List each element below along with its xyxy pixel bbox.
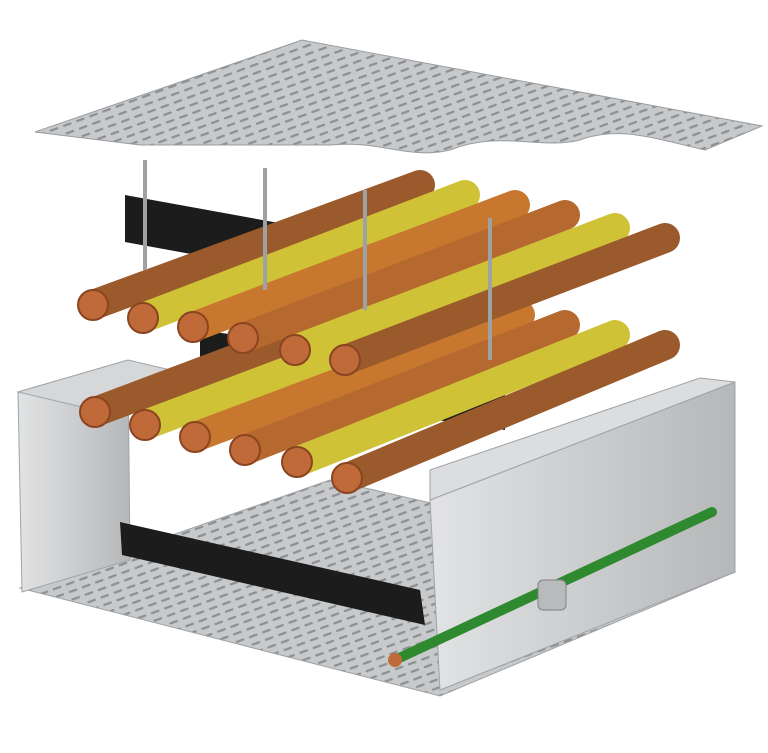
tray-right-flange: [429, 377, 736, 501]
cable-core-end: [227, 322, 259, 354]
bottom-clamp-bar: [120, 522, 425, 625]
cable: [128, 180, 480, 333]
cable: [228, 200, 580, 353]
cable-core-end: [177, 311, 209, 343]
cable-core-end: [279, 334, 311, 366]
ground-wire-end: [388, 653, 402, 667]
cable-core-end: [79, 396, 111, 428]
tray-lid: [34, 39, 764, 154]
cable: [178, 190, 530, 342]
cable-core-end: [229, 434, 261, 466]
cable: [280, 213, 630, 365]
cable-core-end: [281, 446, 313, 478]
cable-core-end: [331, 462, 363, 494]
cable: [282, 320, 630, 477]
cable: [180, 300, 535, 452]
upper-cable-row: [77, 170, 680, 376]
cable-core-end: [127, 302, 159, 334]
cable: [230, 310, 580, 465]
cable: [330, 223, 680, 375]
cable-core-end: [329, 344, 361, 376]
cable-core-end: [77, 289, 109, 321]
cable-core-end: [179, 421, 211, 453]
cable-core-end: [129, 409, 161, 441]
ground-clamp: [537, 579, 567, 611]
cable: [332, 330, 680, 493]
clamp-bolts: [143, 160, 492, 360]
